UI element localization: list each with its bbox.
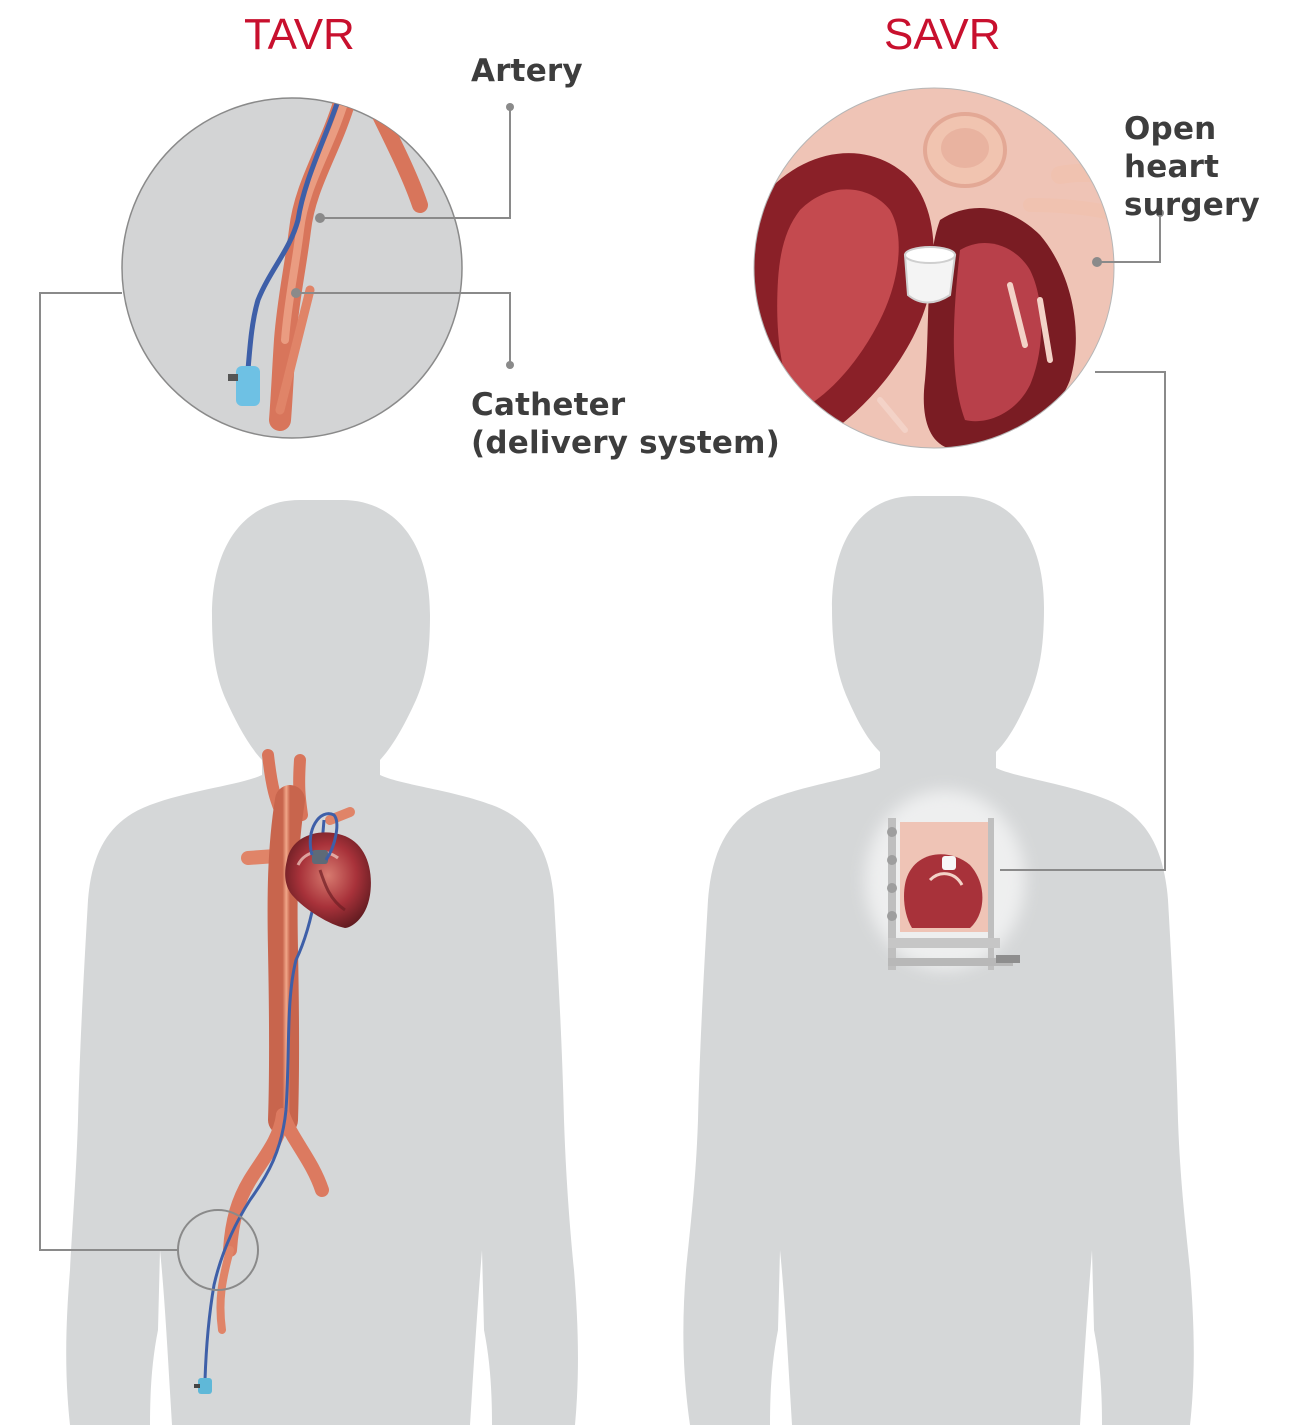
catheter-label-line2: (delivery system) [471, 424, 780, 462]
artery-callout-dot [315, 213, 325, 223]
artery-label-dot [506, 103, 514, 111]
open-heart-label-line1: Open heart [1124, 110, 1314, 186]
catheter-label-line1: Catheter [471, 386, 780, 424]
tavr-zoom-circle [122, 95, 462, 438]
open-heart-label: Open heart surgery [1124, 110, 1314, 224]
tavr-body-silhouette [66, 500, 578, 1425]
catheter-callout-dot [291, 288, 301, 298]
savr-heading: SAVR [884, 10, 1001, 60]
catheter-label-dot [506, 361, 514, 369]
savr-zoom-circle [748, 85, 1125, 455]
savr-chest-incision [865, 790, 1025, 970]
tavr-heading: TAVR [244, 10, 355, 60]
artery-label: Artery [471, 52, 583, 90]
open-heart-callout-dot [1092, 257, 1102, 267]
catheter-label: Catheter (delivery system) [471, 386, 780, 462]
open-heart-label-line2: surgery [1124, 186, 1314, 224]
